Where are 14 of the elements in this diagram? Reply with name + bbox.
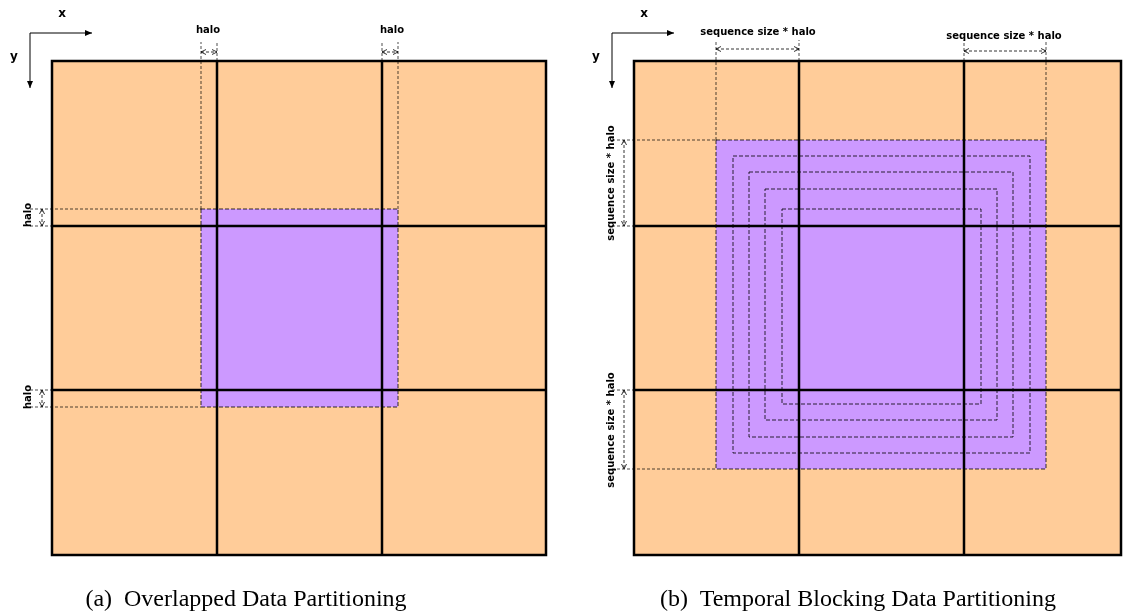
dimension-label: sequence size * halo <box>700 25 816 37</box>
dimension-label: sequence size * halo <box>604 125 616 241</box>
figure-caption: (b) Temporal Blocking Data Partitioning <box>660 584 1056 612</box>
dimension-label: halo <box>195 23 221 35</box>
axis-label: x <box>640 6 648 20</box>
dimension-label: sequence size * halo <box>604 372 616 488</box>
dimension-label: halo <box>21 202 33 228</box>
axis-label: x <box>58 6 66 20</box>
dimension-label: halo <box>379 23 405 35</box>
dimension-label: halo <box>21 384 33 410</box>
axis-label: y <box>10 49 18 63</box>
axis-label: y <box>592 49 600 63</box>
dimension-label: sequence size * halo <box>946 29 1062 41</box>
figure-caption: (a) Overlapped Data Partitioning <box>85 584 407 612</box>
